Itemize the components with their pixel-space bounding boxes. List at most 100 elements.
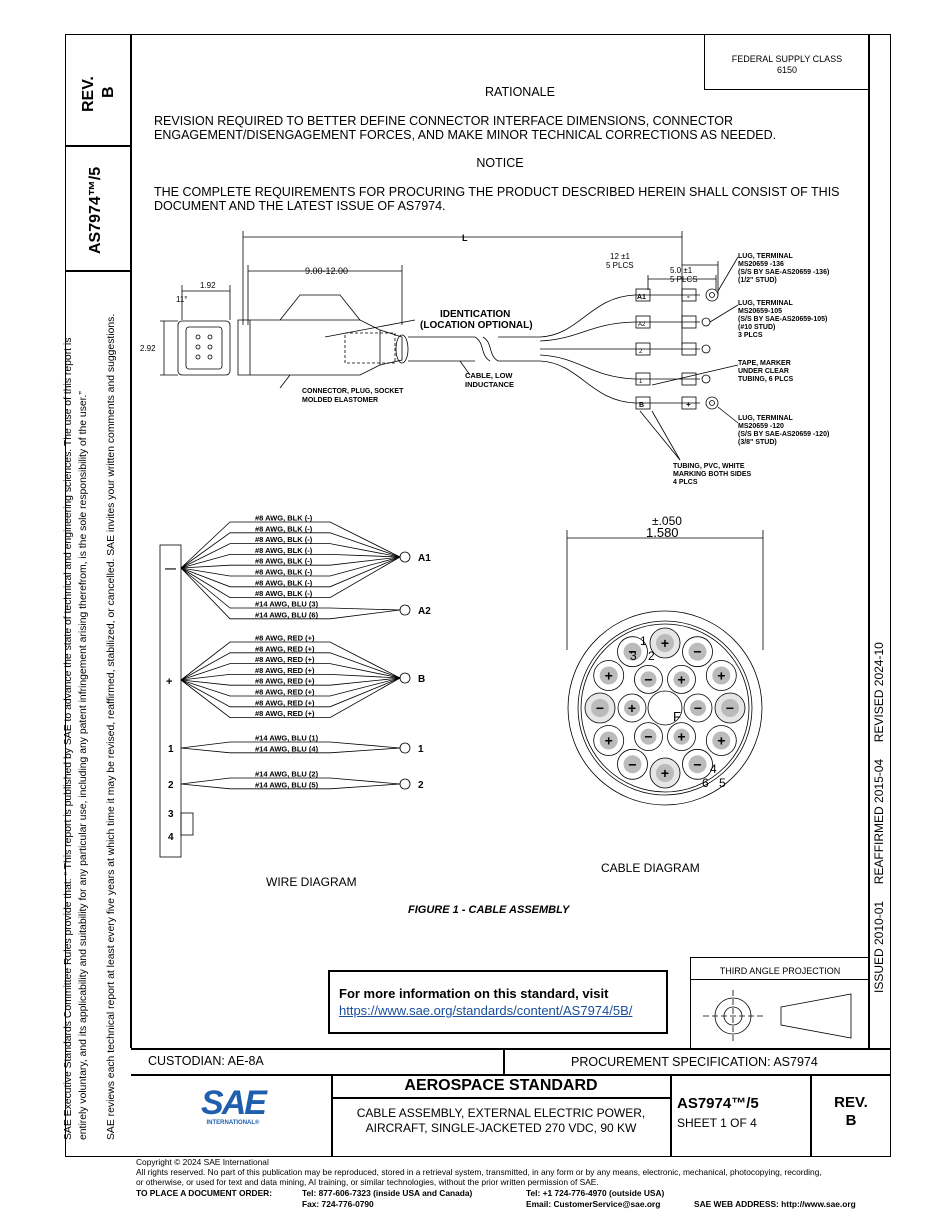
wire-label: #8 AWG, BLK (-): [255, 524, 313, 533]
cable-conductor-core: [712, 731, 731, 750]
connector-line1: CONNECTOR, PLUG, SOCKET: [302, 388, 404, 395]
cable-conductor-sign-icon: +: [661, 765, 669, 781]
sae-logo-sub: INTERNATIONAL®: [206, 1120, 260, 1126]
footer-fax: Fax: 724-776-0790: [302, 1198, 374, 1209]
cable-conductor-sign-icon: −: [628, 756, 636, 772]
lug105-line4: (#10 STUD): [738, 324, 775, 331]
info-box-link[interactable]: https://www.sae.org/standards/content/AS…: [339, 1003, 666, 1018]
tubing-line3: 4 PLCS: [673, 479, 698, 486]
cable-n4: 4: [710, 762, 717, 776]
pin-4: 4: [168, 832, 174, 843]
wire-line: [180, 663, 401, 681]
wire-label: #8 AWG, BLK (-): [255, 557, 313, 566]
wire-label: #8 AWG, RED (+): [255, 655, 315, 664]
left-doc-number: AS7974™/5: [87, 167, 105, 254]
tag-a2: A2: [638, 322, 646, 328]
tape-line2: UNDER CLEAR: [738, 368, 789, 375]
dim-2-92: 2.92: [140, 344, 156, 353]
cable-conductor-sign-icon: +: [717, 733, 725, 749]
lug136-line1: LUG, TERMINAL: [738, 253, 794, 260]
title-block-div2: [331, 1074, 333, 1157]
footer-copyright: Copyright © 2024 SAE International: [136, 1157, 269, 1167]
cable-conductor-core: [656, 634, 674, 652]
lug120-line2: MS20659 -120: [738, 423, 784, 430]
tag-1: 1: [639, 379, 643, 385]
connector-line2: MOLDED ELASTOMER: [302, 397, 378, 404]
wire-line: [180, 556, 401, 577]
wire-line: [180, 677, 401, 708]
wire-label: #14 AWG, BLU (2): [255, 770, 319, 779]
cable-line2: INDUCTANCE: [465, 380, 514, 389]
info-box: For more information on this standard, v…: [328, 970, 668, 1034]
lug136-line2: MS20659 -136: [738, 261, 784, 268]
wire-line: [180, 747, 401, 754]
cable-conductor-core: [640, 671, 657, 688]
wire-label: #8 AWG, BLK (-): [255, 514, 313, 523]
left-rev-divider: [65, 145, 131, 147]
standard-link[interactable]: https://www.sae.org/standards/content/AS…: [339, 1003, 633, 1018]
dim-5-line2: 5 PLCS: [670, 275, 698, 284]
cable-conductor-sign-icon: +: [717, 668, 725, 684]
cable-diagram-title: CABLE DIAGRAM: [601, 861, 700, 875]
wire-terminal: [399, 604, 411, 616]
right-column-divider: [868, 34, 870, 1048]
wire-terminal: [399, 551, 411, 563]
federal-supply-box: FEDERAL SUPPLY CLASS 6150: [704, 34, 869, 90]
standard-type: AEROSPACE STANDARD: [404, 1077, 598, 1094]
cable-conductor-core: [599, 666, 618, 685]
cable-diameter: 1.580: [646, 525, 679, 540]
title-block-div4: [810, 1074, 812, 1157]
lug105-line3: (S/S BY SAE-AS20659-105): [738, 316, 827, 323]
cable-center-label: F: [673, 709, 681, 724]
pin-minus: —: [165, 563, 176, 575]
sae-logo: SAE INTERNATIONAL®: [193, 1086, 273, 1126]
cable-conductor-sign-icon: +: [677, 729, 685, 745]
dim-11: 11°: [176, 295, 188, 304]
cable-diagram: +−+−+−+−+−+−+−+−+− ±.050 1.580 F 1 2 3 4…: [566, 514, 764, 806]
wire-line: [180, 677, 401, 686]
rationale-line1: REVISION REQUIRED TO BETTER DEFINE CONNE…: [154, 114, 734, 128]
cable-conductor-core: [623, 642, 642, 661]
wire-line: [180, 641, 401, 681]
title-block-mid: [131, 1074, 891, 1076]
tag-plus: +: [686, 400, 691, 409]
cable-n1: 1: [640, 634, 647, 648]
title-line1: CABLE ASSEMBLY, EXTERNAL ELECTRIC POWER,: [356, 1106, 646, 1120]
custodian: CUSTODIAN: AE-8A: [148, 1054, 264, 1068]
federal-supply-line2: 6150: [776, 65, 798, 75]
wire-line: [180, 556, 401, 588]
wire-line: [180, 543, 401, 569]
pin-plus: +: [166, 676, 172, 688]
wire-label: #8 AWG, RED (+): [255, 709, 315, 718]
info-box-text: For more information on this standard, v…: [339, 986, 609, 1001]
title-doc-number: AS7974™/5: [677, 1095, 759, 1112]
lug120-line1: LUG, TERMINAL: [738, 415, 794, 422]
lug105-line5: 3 PLCS: [738, 332, 763, 339]
cable-conductor-core: [591, 699, 609, 717]
doc-number-text: AS7974™/5: [87, 166, 104, 254]
cable-conductor-sign-icon: −: [726, 700, 734, 716]
term-a1: A1: [418, 553, 431, 564]
figure-caption: FIGURE 1 - CABLE ASSEMBLY: [408, 904, 570, 916]
cable-conductor-core: [640, 728, 657, 745]
cable-conductor-sign-icon: −: [693, 644, 701, 660]
cable-conductor-core: [673, 728, 690, 745]
disclaimer-line1: SAE Executive Standards Committee Rules …: [63, 338, 74, 1140]
cable-n3: 3: [630, 649, 637, 663]
cable-conductor-core: [599, 731, 618, 750]
ident-line2: (LOCATION OPTIONAL): [420, 320, 533, 331]
projection-symbol-icon: [703, 990, 852, 1042]
dim-12-line1: 12 ±1: [610, 252, 631, 261]
pin-1: 1: [168, 744, 174, 755]
wire-line: [180, 652, 401, 681]
wire-line: [180, 677, 401, 718]
lug105-line2: MS20659-105: [738, 308, 782, 315]
wire-label: #8 AWG, RED (+): [255, 666, 315, 675]
cable-conductor-sign-icon: +: [661, 635, 669, 651]
wire-label: #14 AWG, BLU (6): [255, 610, 319, 619]
history-text: ISSUED 2010-01 REAFFIRMED 2015-04 REVISE…: [872, 642, 886, 993]
left-rev-value: B: [100, 86, 118, 98]
footer-email[interactable]: Email: CustomerService@sae.org: [526, 1198, 661, 1209]
footer-web[interactable]: SAE WEB ADDRESS: http://www.sae.org: [694, 1198, 856, 1209]
lug120-line3: (S/S BY SAE-AS20659 -120): [738, 431, 829, 438]
